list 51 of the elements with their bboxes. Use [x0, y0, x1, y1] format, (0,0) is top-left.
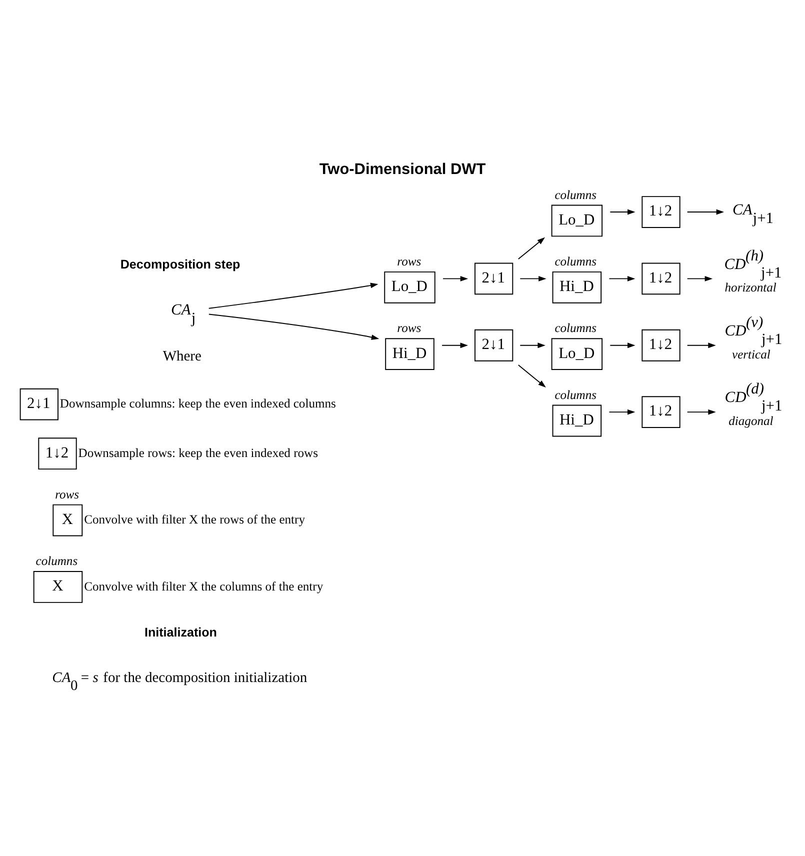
node-box: Lo_D: [551, 338, 603, 370]
arrow: [442, 342, 468, 348]
node-box: Hi_D: [552, 271, 602, 304]
arrow: [608, 409, 636, 415]
node-box: 2↓1: [474, 262, 514, 295]
arrow: [208, 314, 380, 340]
node-label: rows: [397, 321, 422, 336]
node-box: 2↓1: [474, 329, 514, 362]
node-label: rows: [55, 487, 80, 502]
node-box: 1↓2: [38, 438, 77, 470]
diagram-title: Two-Dimensional DWT: [319, 161, 486, 178]
node-box: Hi_D: [552, 404, 602, 437]
node-label: columns: [554, 321, 597, 336]
arrow: [686, 209, 724, 215]
node-box: 1↓2: [642, 262, 680, 295]
node-box: X: [33, 571, 83, 603]
node-label: horizontal: [724, 280, 776, 295]
node-label: columns: [554, 188, 597, 202]
node-label: Downsample columns: keep the even indexed columns: [60, 396, 336, 411]
node-box: 1↓2: [642, 329, 680, 362]
node-box: Hi_D: [385, 338, 434, 370]
node-box: 1↓2: [642, 196, 680, 228]
label: Initialization: [144, 626, 217, 640]
label: Decomposition step: [120, 257, 240, 272]
node-box: X: [52, 504, 83, 536]
arrow: [518, 237, 546, 260]
node-label: columns: [36, 554, 78, 568]
node-label: columns: [554, 388, 597, 402]
node-box: 1↓2: [642, 396, 680, 428]
arrow: [518, 364, 546, 388]
node-label: diagonal: [728, 414, 774, 428]
node-label: vertical: [732, 347, 770, 362]
arrow: [442, 276, 468, 282]
arrow: [208, 282, 378, 309]
node-label: columns: [554, 254, 597, 269]
arrow: [608, 276, 636, 282]
label: Where: [162, 348, 202, 364]
node-box: Lo_D: [551, 204, 603, 237]
arrow: [610, 209, 636, 215]
arrow: [686, 276, 713, 282]
arrow: [610, 342, 636, 348]
node-label: rows: [397, 254, 422, 269]
node-label: Convolve with filter X the rows of the entry: [84, 512, 305, 527]
arrow: [520, 276, 546, 282]
arrow: [520, 342, 546, 348]
node-box: 2↓1: [20, 388, 58, 420]
arrow: [686, 409, 716, 415]
node-label: Convolve with filter X the columns of the entry: [84, 579, 324, 594]
node-box: Lo_D: [384, 271, 436, 304]
node-label: Downsample rows: keep the even indexed rows: [78, 446, 318, 460]
arrow: [686, 342, 716, 348]
